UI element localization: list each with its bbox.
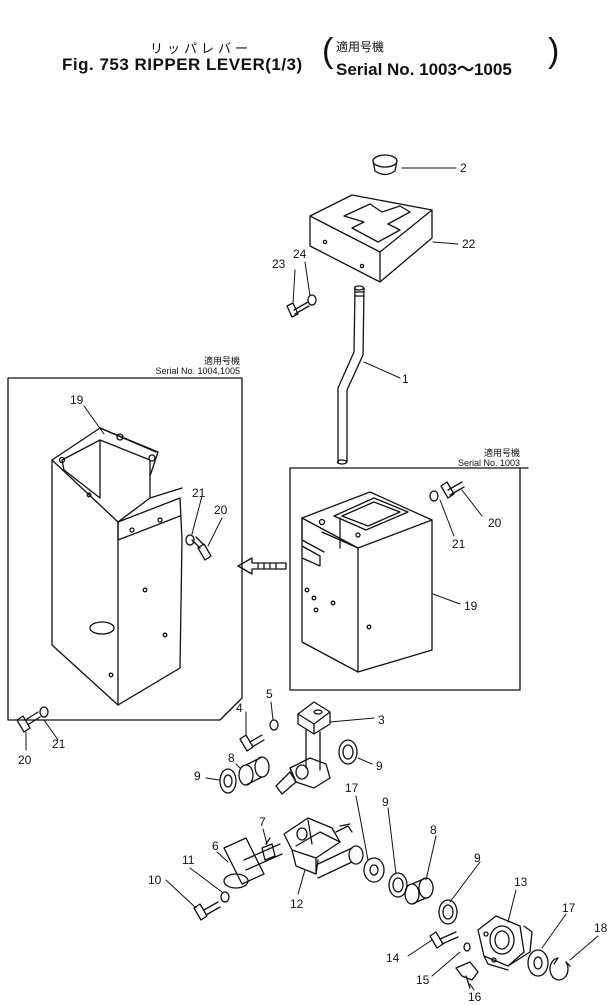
washer-24 [307, 294, 317, 306]
bushing-8-upper [238, 756, 270, 786]
lever-guide-box [309, 194, 433, 283]
callout-20-left-upper: 20 [214, 503, 228, 517]
callout-17-right: 17 [562, 901, 576, 915]
callout-18: 18 [594, 921, 608, 935]
callout-9-upper-right: 9 [376, 759, 383, 773]
lever-arm-3 [275, 701, 331, 795]
callout-22: 22 [462, 237, 476, 251]
serial-japanese: 適用号機 [336, 40, 385, 54]
bolt-4 [239, 734, 265, 752]
callout-6: 6 [212, 839, 219, 853]
callout-2: 2 [460, 161, 467, 175]
replacement-arrow [237, 557, 287, 575]
pin-6 [223, 837, 283, 889]
callout-1: 1 [402, 372, 409, 386]
lever-rod [336, 285, 365, 465]
callout-4: 4 [236, 701, 243, 715]
bearing-9-upper-right [338, 739, 358, 765]
close-paren: ) [548, 32, 560, 70]
washer-5 [269, 719, 279, 731]
left-panel-japanese: 適用号機 [203, 356, 240, 366]
callout-11: 11 [182, 853, 195, 867]
bolt-20-left-upper [191, 536, 212, 561]
callout-7: 7 [259, 815, 266, 829]
leader-lines [25, 167, 599, 991]
callout-17-middle: 17 [345, 781, 359, 795]
bracket-12 [283, 817, 364, 879]
right-panel-serial: Serial No. 1003 [457, 458, 520, 468]
callout-19-left: 19 [70, 393, 84, 407]
snap-ring-18 [549, 957, 571, 981]
bolt-10 [193, 901, 221, 921]
callout-16: 16 [468, 990, 482, 1004]
washer-11 [220, 891, 230, 903]
bolt-20-left-lower [16, 711, 41, 733]
open-paren: ( [322, 32, 334, 70]
callout-23: 23 [272, 257, 286, 271]
right-panel-frame [289, 467, 521, 691]
left-panel-frame [7, 377, 243, 721]
figure-title: Fig. 753 RIPPER LEVER(1/3) [62, 55, 303, 74]
callout-14: 14 [386, 951, 400, 965]
callout-10: 10 [148, 873, 162, 887]
washer-21-left-upper [185, 534, 195, 546]
bolt-14 [429, 931, 459, 949]
callout-9-upper-left: 9 [194, 769, 201, 783]
washer-21-left-lower [39, 706, 49, 718]
bearing-9-lower [438, 899, 458, 925]
callout-8-upper: 8 [228, 751, 235, 765]
washer-17-middle [363, 857, 385, 883]
callout-15: 15 [416, 973, 430, 987]
left-panel-label: 適用号機 Serial No. 1004,1005 [120, 356, 240, 376]
bolt-20-right [440, 481, 465, 499]
callout-labels: 2 22 23 24 1 19 21 20 20 21 19 20 21 4 5… [18, 161, 608, 1004]
callout-3: 3 [378, 713, 385, 727]
bearing-9-upper-left [219, 768, 237, 794]
lever-knob [372, 154, 398, 176]
callout-20-right: 20 [488, 516, 502, 530]
bushing-8-lower [404, 877, 434, 905]
callout-12: 12 [290, 897, 304, 911]
callout-20-left-lower: 20 [18, 753, 32, 767]
left-cover-19 [51, 427, 183, 706]
right-cover-19 [301, 491, 433, 673]
callout-21-right: 21 [452, 537, 466, 551]
callout-9-middle: 9 [382, 795, 389, 809]
washer-15 [463, 942, 471, 952]
callout-21-left-lower: 21 [52, 737, 66, 751]
callout-19-right: 19 [464, 599, 478, 613]
callout-13: 13 [514, 875, 528, 889]
housing-13 [477, 915, 533, 971]
washer-21-right [429, 490, 439, 502]
left-panel-serial: Serial No. 1004,1005 [155, 366, 240, 376]
right-panel-label: 適用号機 Serial No. 1003 [400, 448, 520, 468]
callout-21-left-upper: 21 [192, 486, 206, 500]
callout-5: 5 [266, 687, 273, 701]
bolt-23 [286, 301, 310, 318]
washer-17-right [527, 949, 549, 977]
serial-range: Serial No. 1003～1005 [336, 60, 512, 79]
plate-16 [455, 961, 479, 989]
callout-9-lower: 9 [474, 851, 481, 865]
right-panel-japanese: 適用号機 [483, 448, 520, 458]
callout-24: 24 [293, 247, 307, 261]
title-japanese: リッパレバー [150, 41, 253, 56]
callout-8-lower: 8 [430, 823, 437, 837]
bearing-9-middle [388, 872, 408, 898]
